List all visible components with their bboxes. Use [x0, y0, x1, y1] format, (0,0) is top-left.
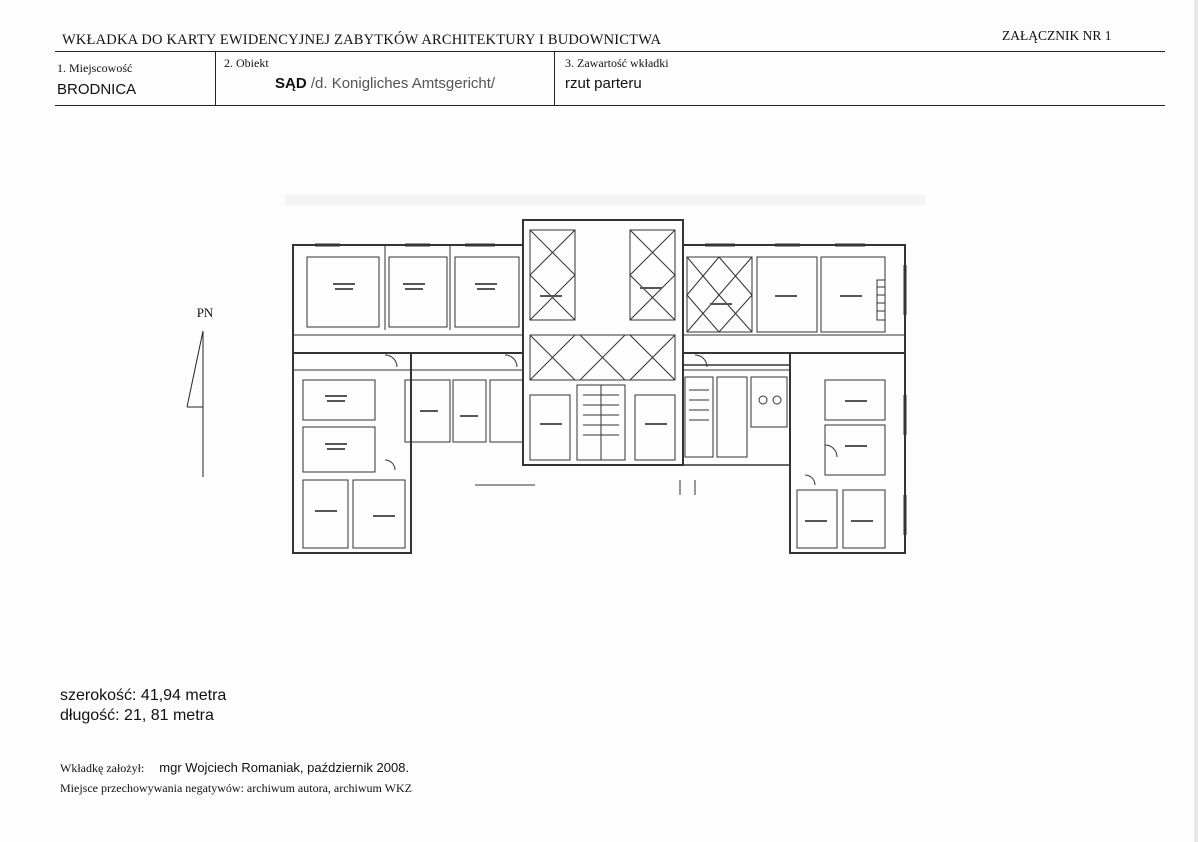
- header-rule-top: [55, 51, 1165, 52]
- annex-number: ZAŁĄCZNIK NR 1: [1002, 28, 1112, 43]
- author-line: Wkładkę założył: mgr Wojciech Romaniak, …: [60, 758, 412, 778]
- field-separator-1: [215, 52, 216, 106]
- ground-floor-plan: [285, 195, 925, 554]
- author-value: mgr Wojciech Romaniak, październik 2008.: [159, 760, 410, 775]
- negatives-storage: Miejsce przechowywania negatywów: archiw…: [60, 781, 412, 795]
- field-separator-2: [554, 52, 555, 106]
- document-credits: Wkładkę założył: mgr Wojciech Romaniak, …: [60, 758, 412, 798]
- object-name: SĄD: [275, 75, 307, 92]
- north-arrow: PN: [185, 305, 225, 480]
- object-former-name: /d. Konigliches Amtsgericht/: [310, 75, 496, 92]
- building-length: długość: 21, 81 metra: [60, 707, 214, 724]
- north-arrow-icon: [186, 330, 204, 477]
- scan-edge: [1194, 0, 1198, 842]
- contents-value: rzut parteru: [565, 75, 642, 92]
- contents-label: 3. Zawartość wkładki: [565, 56, 669, 70]
- header-rule-bottom: [55, 105, 1165, 106]
- building-dimensions: szerokość: 41,94 metra długość: 21, 81 m…: [60, 686, 226, 726]
- author-label: Wkładkę założył:: [60, 761, 145, 775]
- object-label: 2. Obiekt: [224, 56, 269, 70]
- locality-label: 1. Miejscowość: [57, 61, 133, 75]
- locality-value: BRODNICA: [57, 81, 137, 98]
- form-title: WKŁADKA DO KARTY EWIDENCYJNEJ ZABYTKÓW A…: [62, 32, 662, 48]
- north-label: PN: [196, 305, 214, 320]
- building-width: szerokość: 41,94 metra: [60, 687, 227, 704]
- object-value: SĄD /d. Konigliches Amtsgericht/: [275, 75, 495, 92]
